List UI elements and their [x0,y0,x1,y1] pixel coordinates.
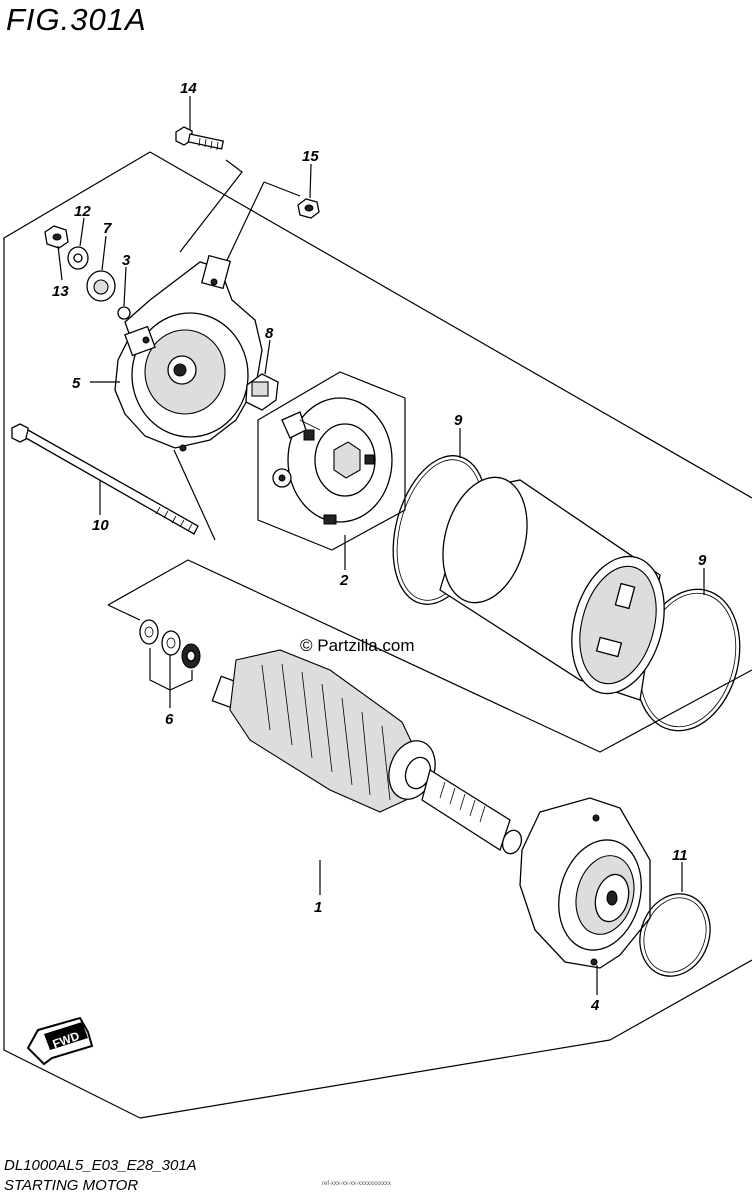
nut-15[interactable] [297,198,320,219]
callout-1[interactable]: 1 [314,899,322,916]
brush-8[interactable] [245,373,279,411]
callout-10[interactable]: 10 [92,517,109,534]
fine-print: ref-xxx-xx-xx-xxxxxxxxxxx [322,1181,391,1187]
callout-9-rear[interactable]: 9 [454,412,463,429]
brush-holder-2[interactable] [272,397,393,525]
callout-15[interactable]: 15 [302,148,319,165]
callout-4[interactable]: 4 [590,997,600,1014]
diagram-name: STARTING MOTOR [4,1177,139,1194]
fwd-arrow-icon: FWD [26,1016,94,1066]
callout-11[interactable]: 11 [672,847,688,864]
nut-13[interactable] [44,225,69,249]
brush-holder-frame [257,371,406,551]
armature-1[interactable] [211,649,524,856]
o-ring-3[interactable] [117,306,131,320]
washer-12[interactable] [67,246,89,270]
rear-housing-5[interactable] [114,254,263,452]
figure-title: FIG.301A [6,2,147,37]
callout-9-front[interactable]: 9 [698,552,707,569]
callout-13[interactable]: 13 [52,283,69,300]
callout-14[interactable]: 14 [180,80,197,97]
callout-7[interactable]: 7 [103,220,112,237]
bolt-14[interactable] [175,126,225,151]
through-bolt-10[interactable] [11,423,199,535]
callout-8[interactable]: 8 [265,325,274,342]
diagram-code: DL1000AL5_E03_E28_301A [4,1157,197,1174]
yoke-housing[interactable] [430,468,679,704]
watermark: © Partzilla.com [300,636,415,655]
washer-set-6[interactable] [139,619,201,708]
guide-lines [173,159,301,541]
armature-region-box [107,559,752,753]
callout-12[interactable]: 12 [74,203,91,220]
bushing-7[interactable] [86,270,116,302]
callout-5[interactable]: 5 [72,375,81,392]
front-housing-4[interactable] [519,797,653,969]
callout-6[interactable]: 6 [165,711,174,728]
callout-3[interactable]: 3 [122,252,131,269]
callout-2[interactable]: 2 [339,572,349,589]
leader-lines [57,96,705,995]
o-ring-11[interactable] [629,884,722,986]
